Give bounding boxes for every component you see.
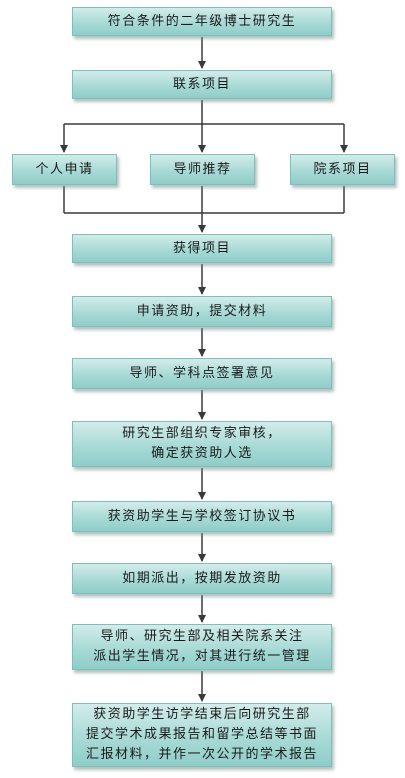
step-label: 申请资助，提交材料 [136, 303, 268, 319]
step-label: 联系项目 [172, 76, 231, 92]
step-label-line: 汇报材料，并作一次公开的学术报告 [85, 747, 318, 762]
step-label: 院系项目 [313, 161, 372, 177]
step-label: 获资助学生与学校签订协议书 [107, 508, 297, 524]
step-label-line: 研究生部组织专家审核， [122, 426, 282, 441]
step-label: 个人申请 [35, 161, 94, 177]
step-label-line: 确定获资助人选 [151, 446, 253, 461]
step-label: 导师推荐 [173, 161, 232, 177]
step-expert-review: 研究生部组织专家审核， 确定获资助人选 [72, 421, 332, 467]
step-personal-application: 个人申请 [12, 154, 117, 185]
step-advisor-opinion: 导师、学科点签署意见 [72, 358, 332, 389]
step-contact-project: 联系项目 [72, 70, 332, 99]
step-eligible-students: 符合条件的二年级博士研究生 [72, 7, 332, 36]
step-dispatch-and-fund: 如期派出，按期发放资助 [72, 563, 332, 594]
step-label-line: 提交学术成果报告和留学总结等书面 [85, 727, 318, 742]
step-obtain-project: 获得项目 [72, 234, 332, 263]
step-final-report: 获资助学生访学结束后向研究生部 提交学术成果报告和留学总结等书面 汇报材料，并作… [72, 703, 332, 767]
step-apply-funding: 申请资助，提交材料 [72, 296, 332, 327]
step-department-project: 院系项目 [290, 154, 395, 185]
step-label: 获得项目 [172, 240, 231, 256]
step-label-line: 派出学生情况，对其进行统一管理 [93, 649, 311, 664]
step-advisor-recommendation: 导师推荐 [150, 154, 255, 185]
step-sign-agreement: 获资助学生与学校签订协议书 [72, 501, 332, 532]
step-label: 符合条件的二年级博士研究生 [107, 13, 297, 29]
step-label-line: 获资助学生访学结束后向研究生部 [93, 707, 311, 722]
step-label: 如期派出，按期发放资助 [122, 570, 282, 586]
step-label-line: 导师、研究生部及相关院系关注 [100, 629, 304, 644]
step-monitor-students: 导师、研究生部及相关院系关注 派出学生情况，对其进行统一管理 [72, 624, 332, 670]
step-label: 导师、学科点签署意见 [129, 365, 275, 381]
